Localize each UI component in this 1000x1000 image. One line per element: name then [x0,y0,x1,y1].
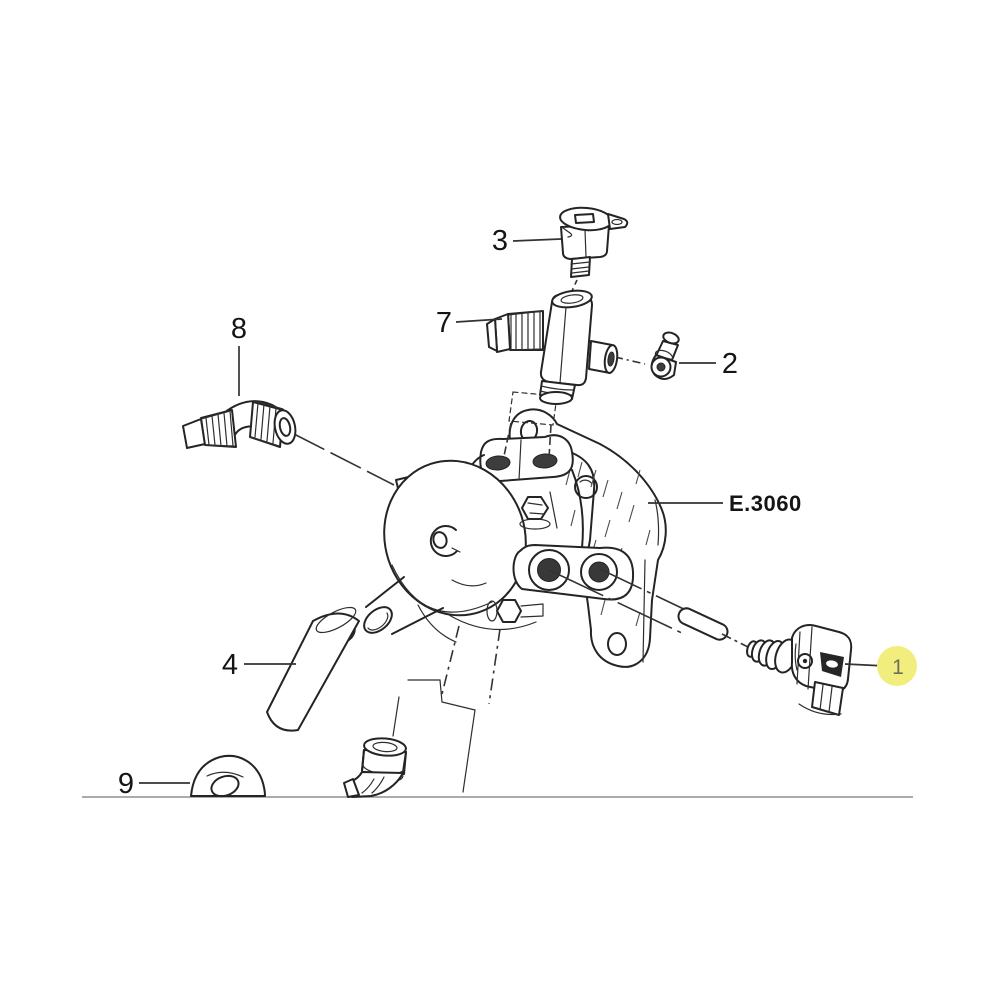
bolt [521,496,549,520]
bolt [496,599,522,623]
callout-2[interactable]: 2 [722,348,738,380]
callout-4[interactable]: 4 [222,649,238,681]
pointer-pin [677,607,729,641]
leader-3 [512,238,562,242]
callout-7[interactable]: 7 [436,307,452,339]
callouts: 3 7 2 8 4 9 E.3060 [118,225,802,800]
part-3-valve [559,206,629,278]
pump-assembly [332,434,635,645]
part-8-elbow-union [182,400,297,449]
part-1-pressure-switch [746,624,853,716]
callout-8[interactable]: 8 [231,313,247,345]
reference-label[interactable]: E.3060 [729,491,802,516]
part-7-tee-fitting [486,289,619,405]
part-9-grommet [190,754,266,798]
assembly-centerlines [293,279,755,793]
part-2-elbow-fitting [650,331,680,380]
leader-7 [455,318,503,323]
part-4-hose [266,606,360,732]
callout-3[interactable]: 3 [492,225,508,257]
highlight-circle[interactable] [877,646,917,686]
pulley-hub [429,525,458,558]
lower-elbow-fitting [343,737,407,798]
callout-1[interactable]: 1 [892,656,904,679]
highlighted-callout-1[interactable]: 1 [844,646,917,686]
callout-9[interactable]: 9 [118,768,134,800]
